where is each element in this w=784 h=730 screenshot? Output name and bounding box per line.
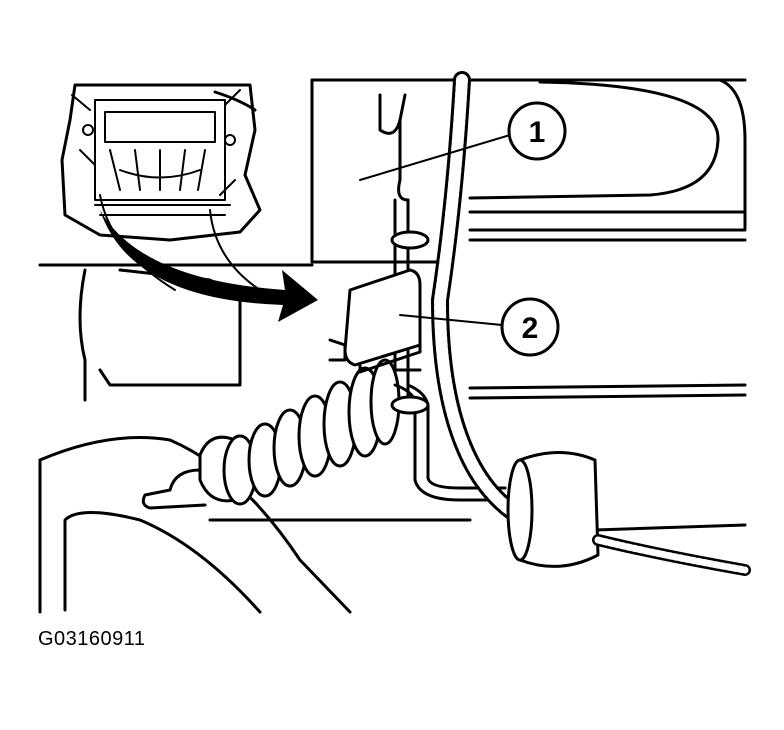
callout-2-circle	[500, 297, 560, 357]
direction-arrow	[100, 210, 318, 322]
corrugated-cable	[430, 71, 534, 529]
callout-1-label: 1	[529, 116, 546, 149]
callout-2-label: 2	[522, 312, 539, 345]
coil-spring	[141, 358, 422, 510]
rubber-grommet	[506, 451, 751, 576]
brake-pipe	[390, 230, 512, 502]
inset-assembly-view	[60, 83, 262, 291]
tab-bracket-part-2	[328, 268, 422, 374]
figure-code: G03160911	[38, 628, 146, 650]
callout-1: 1	[359, 101, 567, 181]
callout-1-circle	[507, 101, 567, 161]
callout-2: 2	[399, 297, 560, 357]
